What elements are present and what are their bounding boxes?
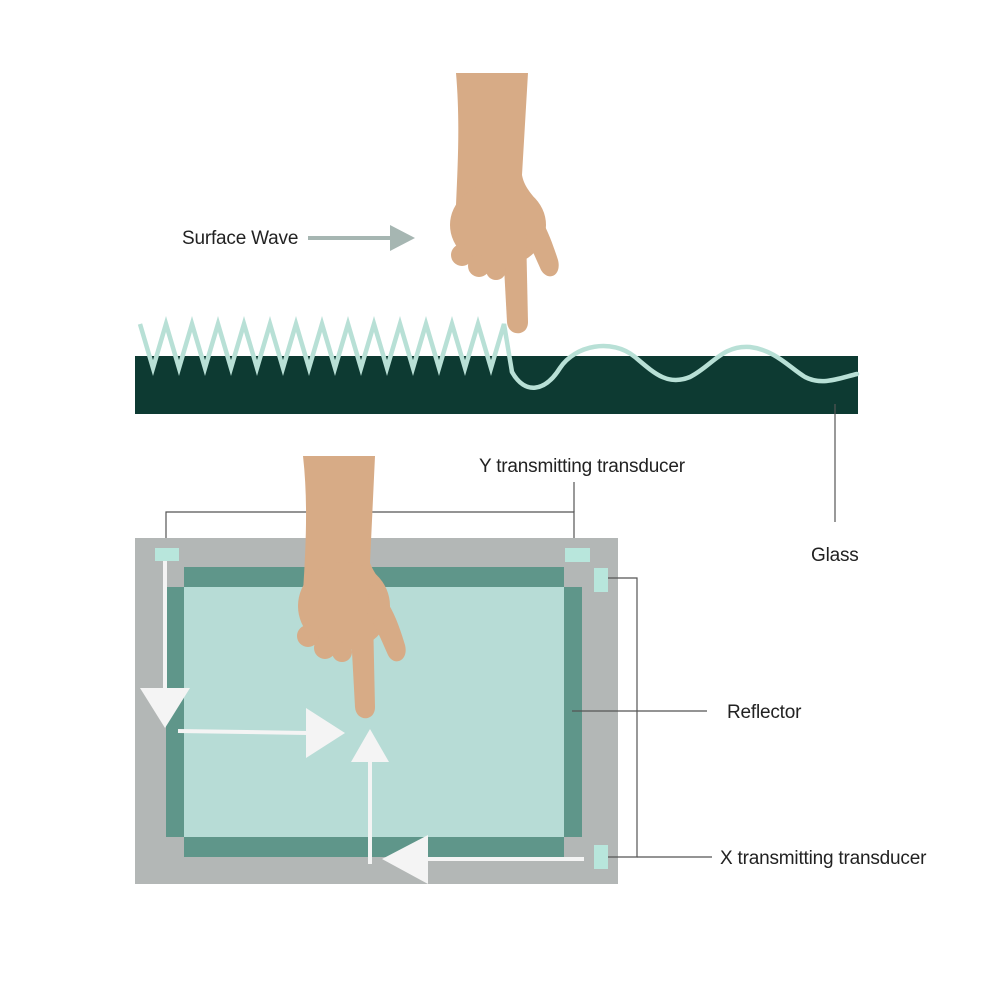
x-transducer-label: X transmitting transducer <box>720 848 927 869</box>
wave-path-arrows <box>140 561 584 884</box>
surface-wave-arrow-head <box>390 225 415 251</box>
surface-wave-label: Surface Wave <box>182 228 298 249</box>
arrow-up-head <box>351 729 389 762</box>
top-hand-icon <box>450 73 559 334</box>
glass-cross-section <box>135 356 858 414</box>
surface-wave-sine <box>509 343 860 390</box>
x-transducer-leader <box>608 577 638 858</box>
reflector-bottom <box>184 837 564 857</box>
reflector-right <box>564 587 582 837</box>
x-transducer-bottom <box>594 845 608 869</box>
bottom-hand-icon <box>297 456 406 719</box>
glass-label: Glass <box>811 545 859 566</box>
y-transducer-left <box>155 548 179 561</box>
reflector-label: Reflector <box>727 702 802 723</box>
arrow-right-shaft <box>177 729 309 735</box>
arrow-down-head <box>140 688 190 728</box>
y-transducer-label: Y transmitting transducer <box>479 456 686 477</box>
arrow-left-head <box>382 835 428 884</box>
y-transducer-right <box>565 548 590 562</box>
x-transducer-top <box>594 568 608 592</box>
surface-wave-zigzag <box>137 316 515 376</box>
arrow-right-head <box>306 708 345 758</box>
